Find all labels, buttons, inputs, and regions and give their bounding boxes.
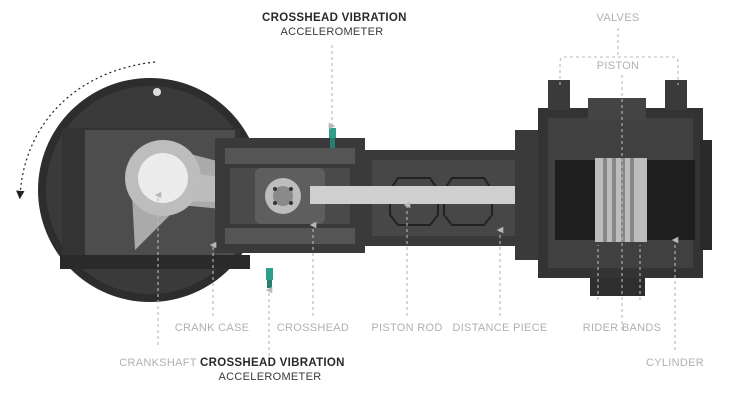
distance-piece-label: DISTANCE PIECE — [452, 322, 548, 334]
crosshead — [255, 168, 325, 224]
piston — [595, 158, 647, 242]
bottom-accelerometer-title: CROSSHEAD VIBRATION — [200, 357, 345, 369]
top-accelerometer-subtitle: ACCELEROMETER — [280, 26, 384, 38]
rotation-arrow — [16, 61, 156, 200]
piston-label: PISTON — [596, 60, 640, 72]
top-accelerometer-sensor — [329, 128, 336, 148]
piston-rod-label: PISTON ROD — [371, 322, 443, 334]
crank-case-label: CRANK CASE — [174, 322, 250, 334]
crosshead-label: CROSSHEAD — [276, 322, 350, 334]
leader-lines — [154, 28, 679, 356]
bottom-accelerometer-subtitle: ACCELEROMETER — [218, 371, 322, 383]
crankshaft-label: CRANKSHAFT — [119, 357, 197, 369]
crankshaft — [125, 140, 201, 216]
valves-label: VALVES — [596, 12, 640, 24]
top-accelerometer-title: CROSSHEAD VIBRATION — [262, 12, 407, 24]
bottom-accelerometer-sensor — [266, 268, 273, 288]
rider-bands-label: RIDER BANDS — [582, 322, 662, 334]
cylinder-label: CYLINDER — [645, 357, 705, 369]
